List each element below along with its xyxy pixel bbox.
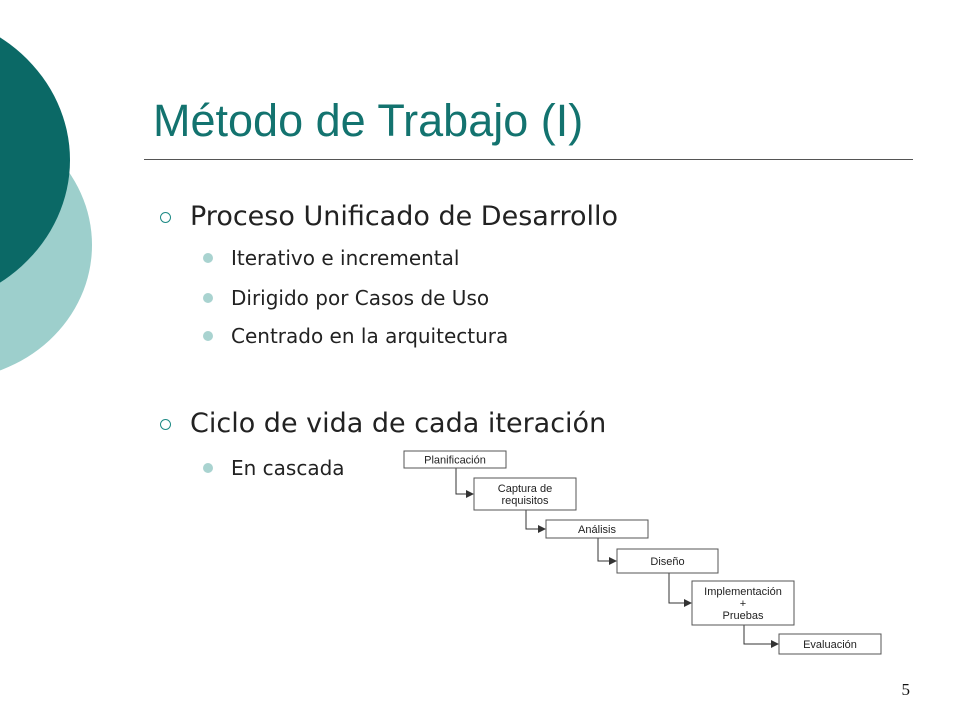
sub-bullet-text: Dirigido por Casos de Uso [231,286,490,310]
ring-bullet-icon [160,212,171,223]
waterfall-connector-arrow [455,468,474,498]
waterfall-step-label: Evaluación [803,639,857,651]
waterfall-step-label: Análisis [578,524,616,536]
waterfall-step-label: Planificación [424,455,486,467]
waterfall-step-3: Análisis [545,519,649,539]
sub-bullet-dirigido: Dirigido por Casos de Uso [203,284,489,312]
page-number: 5 [901,680,911,699]
waterfall-step-box [473,477,577,511]
dot-bullet-icon [203,463,213,473]
waterfall-step-6: Evaluación [778,633,882,655]
bullet-text: Proceso Unificado de Desarrollo [190,201,618,232]
waterfall-step-label: Implementación [704,586,782,598]
waterfall-step-5: Implementación+Pruebas [691,580,795,626]
waterfall-step-box [616,548,719,574]
dot-bullet-icon [203,331,213,341]
sub-bullet-text: Centrado en la arquitectura [231,324,509,348]
waterfall-step-4: Diseño [616,548,719,574]
ring-bullet-icon [160,419,171,430]
dot-bullet-icon [203,293,213,303]
waterfall-step-label: Captura de [498,483,552,495]
sub-bullet-text: Iterativo e incremental [231,246,460,270]
sub-bullet-text: En cascada [231,456,345,480]
waterfall-step-label: requisitos [501,495,549,507]
waterfall-connector-arrow [597,538,617,565]
bullet-ciclo-de-vida: Ciclo de vida de cada iteración [155,406,606,442]
bullet-text: Ciclo de vida de cada iteración [190,408,607,439]
waterfall-step-box [691,580,795,626]
slide-title: Método de Trabajo (I) [153,95,584,146]
sub-bullet-en-cascada: En cascada [203,454,345,482]
waterfall-step-1: Planificación [403,450,507,469]
title-underline [144,159,913,160]
dot-bullet-icon [203,253,213,263]
waterfall-step-label: Diseño [650,556,684,568]
waterfall-step-box [778,633,882,655]
waterfall-connector-arrow [743,625,779,648]
sub-bullet-iterativo: Iterativo e incremental [203,244,459,272]
bullet-proceso-unificado: Proceso Unificado de Desarrollo [155,199,618,235]
sub-bullet-centrado: Centrado en la arquitectura [203,322,508,350]
waterfall-step-label: Pruebas [723,610,764,622]
waterfall-step-box [403,450,507,469]
waterfall-step-label: + [740,598,746,610]
waterfall-connector-arrow [525,510,546,533]
waterfall-connector-arrow [668,573,692,607]
waterfall-step-box [545,519,649,539]
